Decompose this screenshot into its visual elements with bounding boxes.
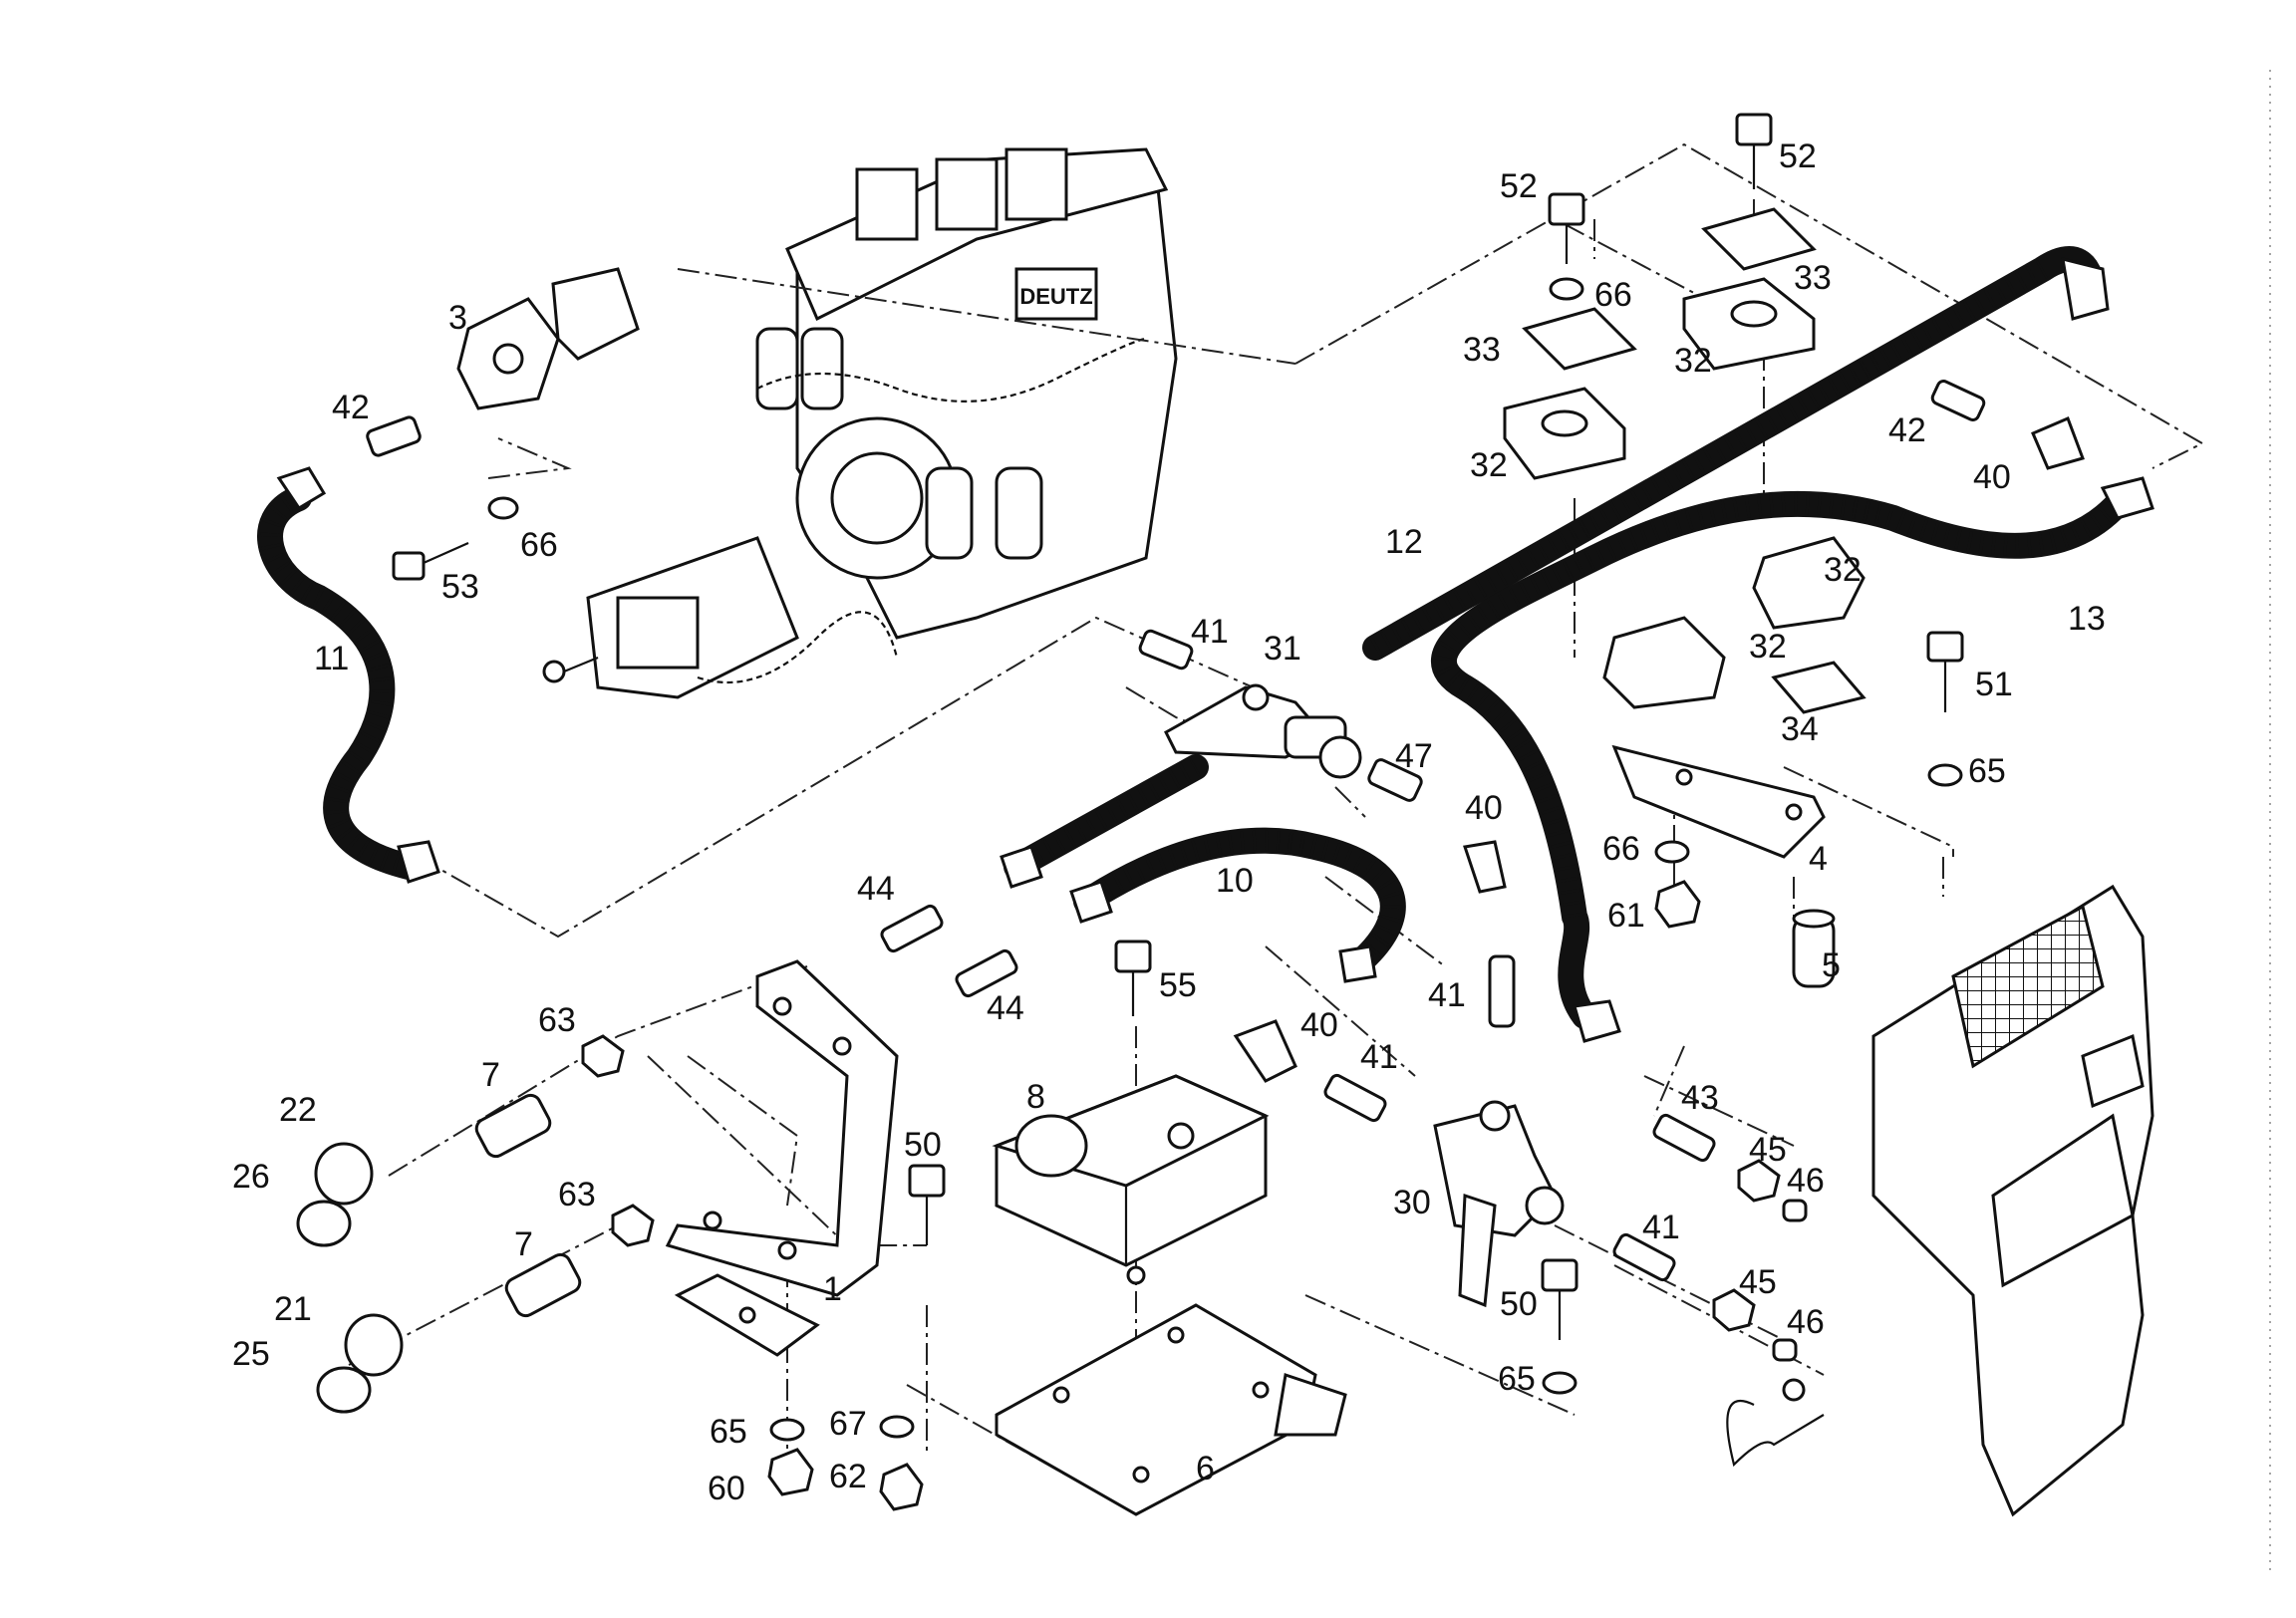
callout-65-b: 65 <box>1498 1360 1536 1398</box>
plate-33-a <box>1522 307 1637 371</box>
hose-12 <box>1362 246 2110 661</box>
plate-6 <box>995 1303 1347 1516</box>
callout-45-a: 45 <box>1749 1131 1787 1169</box>
callout-46-a: 46 <box>1787 1162 1825 1200</box>
callout-52-a: 52 <box>1500 167 1538 205</box>
callout-40-b: 40 <box>1300 1006 1338 1044</box>
callout-65-c: 65 <box>1968 752 2006 790</box>
callout-22: 22 <box>279 1091 317 1129</box>
engine-logo-plate <box>1014 267 1098 321</box>
callout-32-b: 32 <box>1674 342 1712 380</box>
bracket-4 <box>1611 744 1826 859</box>
callout-44-b: 44 <box>987 989 1024 1027</box>
bracket-1 <box>665 959 899 1357</box>
valve-30-handle <box>1458 1193 1497 1308</box>
callout-55: 55 <box>1159 966 1197 1004</box>
fittings <box>296 113 2085 1511</box>
callout-32-a: 32 <box>1470 446 1508 484</box>
callout-34: 34 <box>1781 710 1819 748</box>
callout-45-b: 45 <box>1739 1263 1777 1301</box>
callout-51: 51 <box>1975 666 2013 703</box>
callout-12: 12 <box>1385 523 1423 561</box>
hose-13 <box>1431 476 2154 1043</box>
callout-6: 6 <box>1196 1450 1215 1487</box>
engine-illustration: DEUTZ <box>542 147 1178 699</box>
callout-52-b: 52 <box>1779 137 1817 175</box>
callout-63-b: 63 <box>558 1176 596 1214</box>
valve-block-8 <box>992 1074 1270 1285</box>
callout-4: 4 <box>1809 840 1828 878</box>
callout-21: 21 <box>274 1290 312 1328</box>
callout-7-lower: 7 <box>514 1225 533 1263</box>
callout-53: 53 <box>441 568 479 606</box>
callout-62: 62 <box>829 1458 867 1495</box>
valve-30 <box>1433 1100 1565 1308</box>
callout-10: 10 <box>1216 862 1254 900</box>
callout-66-c: 66 <box>1602 830 1640 868</box>
callout-40-a: 40 <box>1465 789 1503 827</box>
callout-30: 30 <box>1393 1184 1431 1221</box>
callout-42-b: 42 <box>1888 411 1926 449</box>
callout-13: 13 <box>2068 600 2106 638</box>
callout-44-a: 44 <box>857 870 895 908</box>
callout-50-b: 50 <box>1500 1285 1538 1323</box>
callout-41-b: 41 <box>1428 976 1466 1014</box>
clamp-32-c <box>1752 536 1866 630</box>
callout-60: 60 <box>708 1470 745 1507</box>
callout-41-a: 41 <box>1191 613 1229 651</box>
callout-31: 31 <box>1264 630 1301 668</box>
callout-labels: 1 3 4 5 6 7 7 8 10 11 12 13 21 22 25 26 … <box>232 137 2106 1507</box>
callout-8: 8 <box>1026 1078 1045 1116</box>
callout-63-a: 63 <box>538 1001 576 1039</box>
callout-42-a: 42 <box>332 389 370 426</box>
callout-50-a: 50 <box>904 1126 942 1164</box>
callout-5: 5 <box>1822 946 1841 984</box>
hose-10 <box>1000 754 1406 983</box>
callout-40-c: 40 <box>1973 458 2011 496</box>
callout-41-d: 41 <box>1642 1209 1680 1246</box>
clamp-32-d <box>1602 616 1726 709</box>
callout-25: 25 <box>232 1335 270 1373</box>
callout-32-d: 32 <box>1749 628 1787 666</box>
machine-body <box>1726 884 2154 1517</box>
spacer-5 <box>1792 909 1836 988</box>
plate-33-b <box>1701 207 1817 271</box>
callout-32-c: 32 <box>1824 551 1862 589</box>
callout-26: 26 <box>232 1158 270 1196</box>
callout-7-upper: 7 <box>481 1056 500 1094</box>
clamps <box>1503 207 1866 714</box>
callout-41-c: 41 <box>1360 1038 1398 1076</box>
callout-1: 1 <box>823 1270 842 1308</box>
callout-66-b: 66 <box>520 526 558 564</box>
engine-logo-text: DEUTZ <box>1019 284 1092 309</box>
callout-65-a: 65 <box>710 1413 747 1451</box>
callout-61: 61 <box>1607 897 1645 935</box>
connector-port <box>1014 1114 1088 1178</box>
callout-3: 3 <box>448 299 467 337</box>
callout-46-b: 46 <box>1787 1303 1825 1341</box>
callout-47: 47 <box>1395 737 1433 775</box>
callout-33-a: 33 <box>1463 331 1501 369</box>
plate-34 <box>1771 661 1866 714</box>
callout-33-b: 33 <box>1794 259 1832 297</box>
valve-31 <box>1164 683 1362 779</box>
hose-11 <box>257 466 440 884</box>
callout-11: 11 <box>314 640 349 677</box>
callout-66-a: 66 <box>1594 276 1632 314</box>
callout-43: 43 <box>1681 1079 1719 1117</box>
callout-67: 67 <box>829 1405 867 1443</box>
